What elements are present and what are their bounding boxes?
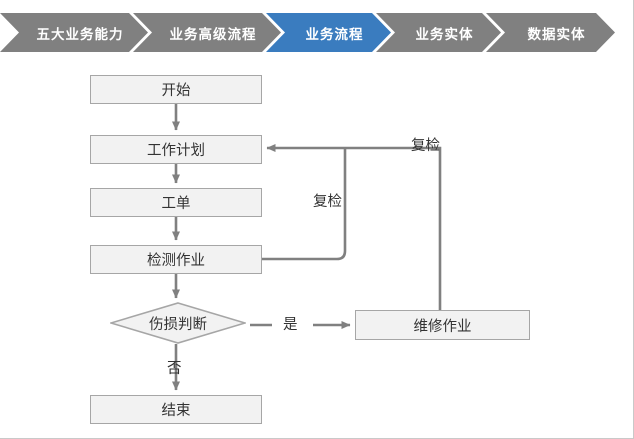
breadcrumb-item-label: 业务实体: [415, 26, 474, 42]
node-label: 开始: [161, 83, 191, 99]
breadcrumb-item-1[interactable]: 业务高级流程: [133, 13, 281, 52]
edge-label-text: 复检: [411, 138, 440, 154]
breadcrumb-item-3[interactable]: 业务实体: [376, 13, 501, 52]
node-work-plan[interactable]: 工作计划: [90, 135, 262, 164]
node-label: 维修作业: [413, 318, 472, 335]
edge-label-recheck-right: 复检: [411, 134, 440, 155]
node-inspection-task[interactable]: 检测作业: [90, 245, 262, 274]
diamond-shape-icon: [110, 302, 246, 344]
breadcrumb-item-0[interactable]: 五大业务能力: [0, 13, 148, 52]
breadcrumb-item-4[interactable]: 数据实体: [486, 13, 615, 52]
breadcrumb: 五大业务能力 业务高级流程 业务流程 业务实体 数据实体: [0, 13, 634, 52]
breadcrumb-item-label: 业务流程: [305, 26, 364, 42]
node-label: 工作计划: [147, 143, 205, 159]
edge-label-no: 否: [167, 357, 182, 378]
edge-label-text: 复检: [313, 194, 342, 210]
breadcrumb-item-2-active[interactable]: 业务流程: [266, 13, 391, 52]
node-label: 伤损判断: [149, 316, 207, 333]
breadcrumb-item-label: 五大业务能力: [36, 26, 124, 42]
edge-label-text: 是: [283, 317, 298, 333]
node-label: 结束: [161, 403, 191, 419]
breadcrumb-item-label: 数据实体: [527, 26, 586, 42]
breadcrumb-item-label: 业务高级流程: [169, 26, 257, 42]
edge-label-yes: 是: [283, 313, 298, 334]
node-label: 检测作业: [147, 253, 205, 269]
node-label: 工单: [161, 196, 191, 212]
node-damage-decision[interactable]: 伤损判断: [110, 302, 246, 344]
node-start[interactable]: 开始: [90, 75, 262, 104]
node-work-order[interactable]: 工单: [90, 188, 262, 217]
node-end[interactable]: 结束: [90, 395, 262, 424]
edge-repair-to-workplan: [400, 146, 442, 310]
edge-label-recheck-middle: 复检: [313, 190, 342, 211]
edge-label-text: 否: [167, 361, 182, 377]
node-repair-task[interactable]: 维修作业: [355, 310, 530, 340]
